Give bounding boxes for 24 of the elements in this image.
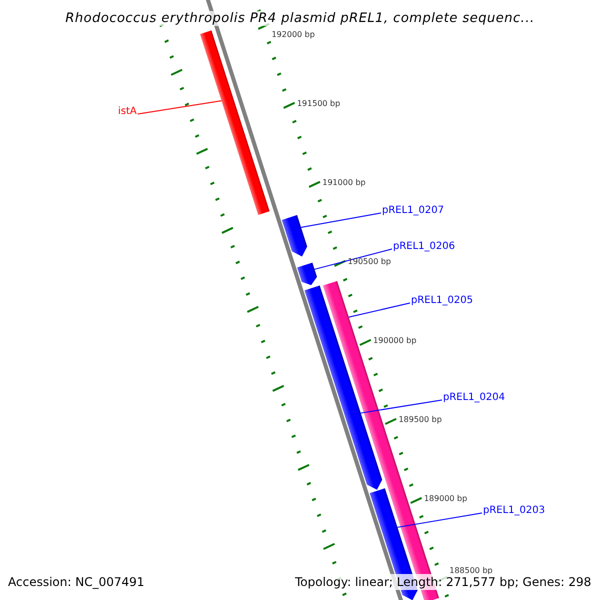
leader-line <box>396 512 482 528</box>
info-text: Topology: linear; Length: 271,577 bp; Genes: 298 <box>295 574 592 590</box>
gene-label: pREL1_0205 <box>411 295 473 307</box>
leader-line <box>137 100 222 114</box>
tick-label: 191500 bp <box>296 98 340 109</box>
gene-label: pREL1_0204 <box>443 392 505 404</box>
tick-label: 191000 bp <box>322 178 366 188</box>
tick-label: 190500 bp <box>348 256 392 267</box>
leader-line <box>360 400 442 414</box>
tick-label: 190000 bp <box>373 336 416 346</box>
leader-line <box>314 248 392 270</box>
tick-label: 189000 bp <box>424 494 468 504</box>
leader-line <box>300 212 382 228</box>
tick-label: 188500 bp <box>449 566 493 576</box>
gene-label: istA <box>118 106 137 118</box>
tick-label: 189500 bp <box>398 414 442 425</box>
gene-label: pREL1_0203 <box>483 505 545 517</box>
gene-label: pREL1_0207 <box>382 205 444 217</box>
map-title: Rhodococcus erythropolis PR4 plasmid pREL1, complete sequenc... <box>65 11 535 26</box>
gene-label: pREL1_0206 <box>393 241 455 253</box>
gene-bar <box>200 30 270 215</box>
gene-feature <box>282 215 308 257</box>
info-text: Accession: NC_007491 <box>8 574 144 590</box>
gene-feature <box>297 262 317 286</box>
